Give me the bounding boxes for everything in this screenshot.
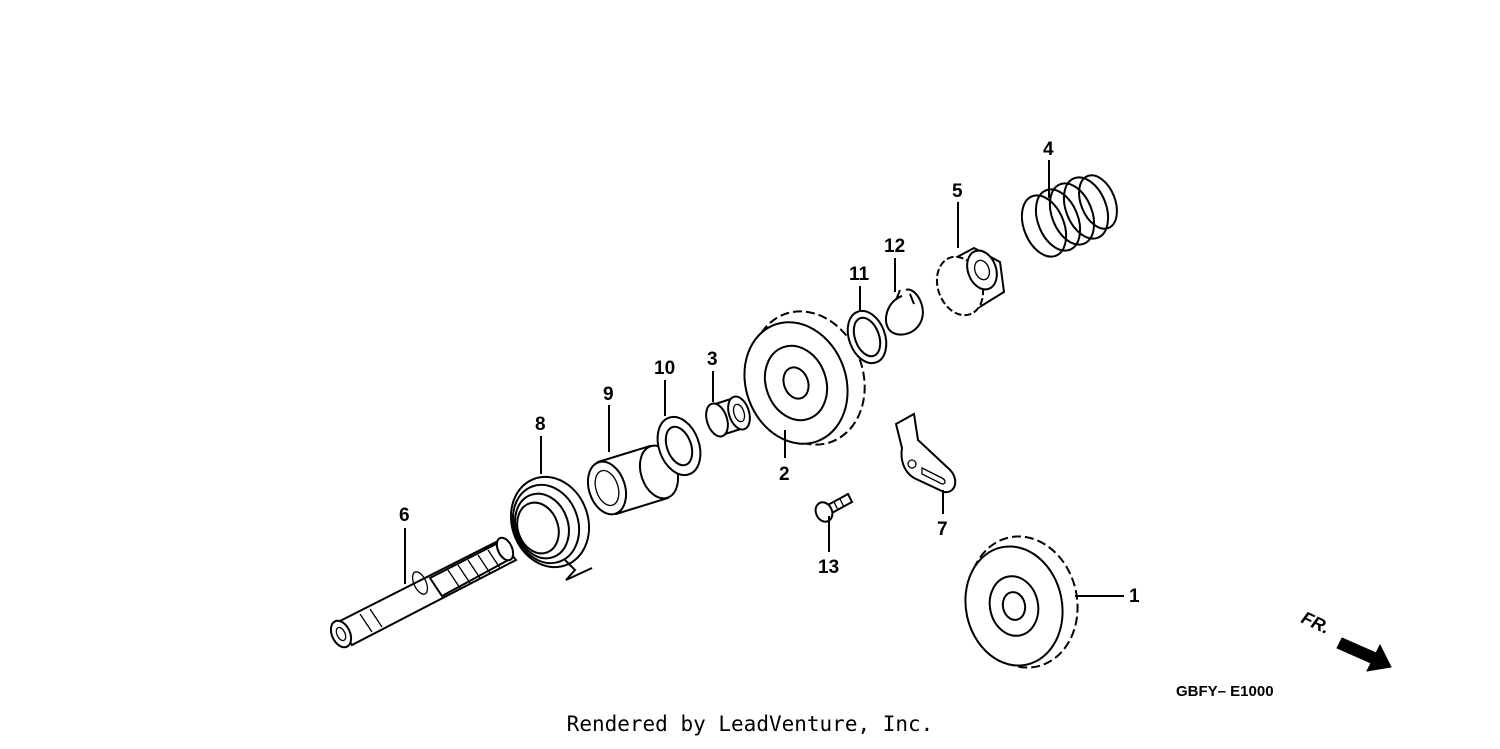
front-label: FR. bbox=[1298, 607, 1333, 637]
callout-4: 4 bbox=[1043, 139, 1054, 160]
leader-lines bbox=[404, 160, 1124, 597]
callout-labels: 1 2 3 4 5 6 7 8 9 10 11 12 13 bbox=[399, 139, 1140, 607]
part-7-guide-plate[interactable] bbox=[894, 412, 957, 494]
callout-13: 13 bbox=[818, 557, 839, 578]
part-3-bushing[interactable] bbox=[702, 394, 754, 440]
callout-3: 3 bbox=[707, 349, 718, 370]
front-arrow-icon bbox=[1336, 637, 1392, 672]
callout-7: 7 bbox=[937, 519, 948, 540]
front-direction-indicator: FR. bbox=[1298, 607, 1392, 672]
callout-11: 11 bbox=[849, 264, 870, 285]
callout-2: 2 bbox=[779, 464, 790, 485]
callout-8: 8 bbox=[535, 414, 546, 435]
part-1-idle-gear[interactable] bbox=[955, 526, 1090, 678]
part-6-kick-spindle[interactable] bbox=[327, 535, 518, 650]
callout-5: 5 bbox=[952, 181, 963, 202]
part-2-pinion-gear[interactable] bbox=[728, 295, 883, 460]
part-5-ratchet[interactable] bbox=[929, 246, 1006, 321]
part-13-bolt[interactable] bbox=[813, 492, 854, 524]
callout-1: 1 bbox=[1129, 586, 1140, 607]
part-4-ratchet-spring[interactable] bbox=[1013, 170, 1124, 263]
part-10-washer[interactable] bbox=[650, 411, 708, 481]
part-8-return-spring[interactable] bbox=[499, 466, 602, 581]
rendered-by-footer: Rendered by LeadVenture, Inc. bbox=[566, 712, 934, 736]
callout-9: 9 bbox=[603, 384, 614, 405]
diagram-code: GBFY– E1000 bbox=[1176, 683, 1274, 700]
callout-12: 12 bbox=[884, 236, 905, 257]
callout-6: 6 bbox=[399, 505, 410, 526]
part-12-circlip[interactable] bbox=[885, 288, 924, 336]
callout-10: 10 bbox=[654, 358, 675, 379]
part-11-washer[interactable] bbox=[841, 305, 893, 368]
